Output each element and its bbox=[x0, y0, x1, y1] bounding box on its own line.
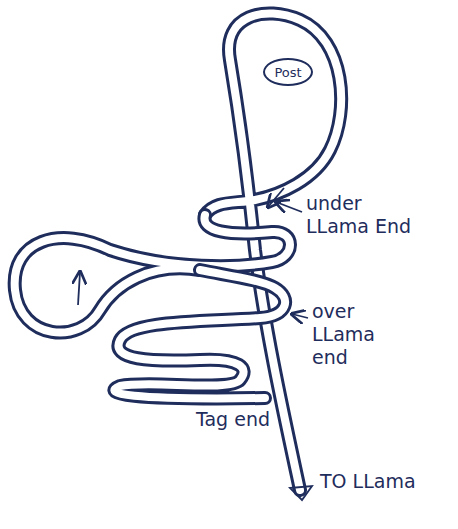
post-circle: Post bbox=[263, 58, 313, 86]
annotation-label: over LLama end bbox=[312, 300, 412, 368]
annotation-label: TO LLama bbox=[320, 470, 420, 493]
annotation-label: Tag end bbox=[196, 408, 276, 431]
node-text: Post bbox=[274, 65, 301, 80]
annotation-label: under LLama End bbox=[306, 192, 426, 238]
